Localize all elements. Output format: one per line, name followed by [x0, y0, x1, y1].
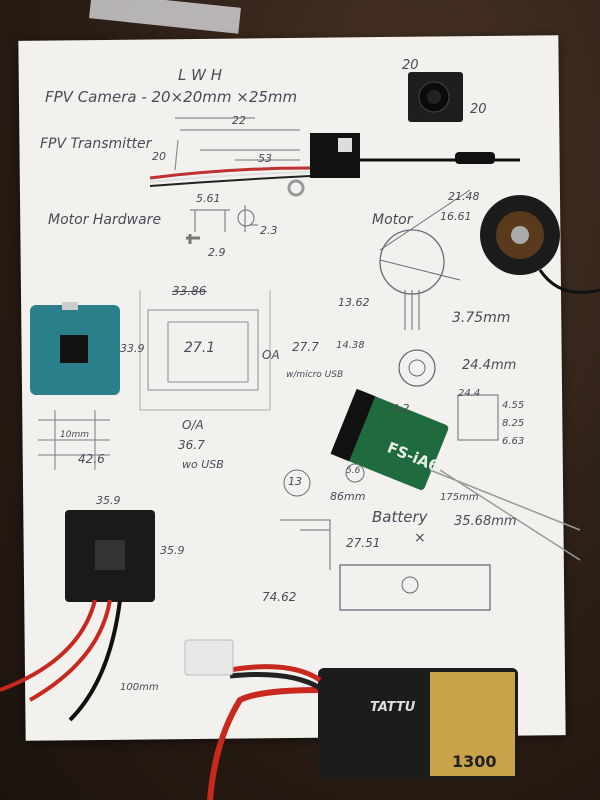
battery-lead-sketch	[280, 519, 331, 570]
receiver-antennas	[429, 469, 581, 561]
fc-sketch-guides	[139, 290, 271, 411]
note-motor: Motor	[372, 212, 413, 228]
xt30-connector	[184, 639, 234, 676]
ring-sketch-inner	[408, 359, 426, 377]
note-camera-lwh: L W H	[178, 66, 223, 84]
note-side-455: 4.55	[502, 400, 525, 411]
note-fc-271: 27.1	[184, 340, 216, 356]
hardware-sketch	[190, 205, 258, 232]
receiver	[330, 388, 449, 490]
tx-display	[338, 138, 352, 152]
note-battery-3568: 35.68mm	[454, 514, 517, 529]
battery-balance-black	[229, 672, 322, 691]
side-view-sketch	[457, 394, 499, 441]
washer	[287, 179, 305, 197]
esc-chip	[95, 540, 125, 570]
antenna-tip	[455, 152, 495, 164]
tx-wire-white	[149, 171, 311, 183]
battery-sketch-x	[401, 576, 419, 594]
tx-wire-red	[149, 166, 311, 180]
note-fc-oa-b: O/A	[182, 418, 204, 432]
note-rx-5: 5.6	[346, 466, 361, 476]
fc-sketch-outer	[147, 309, 259, 391]
stack-sketch	[38, 410, 110, 470]
note-hw-29: 2.9	[208, 246, 226, 259]
note-camera-title: FPV Camera - 20×20mm ×25mm	[45, 88, 298, 106]
motor-shaft	[511, 226, 529, 244]
note-fc-277: 27.7	[292, 340, 319, 354]
note-ring-244: 24.4mm	[462, 358, 517, 373]
note-esc-359b: 35.9	[160, 544, 185, 557]
note-tx-53: 53	[258, 152, 272, 165]
battery-red-lead	[207, 687, 319, 800]
note-lead-100: 100mm	[120, 682, 159, 693]
note-fc-339: 33.9	[120, 342, 145, 355]
note-stack-426: 42.6	[78, 452, 105, 466]
fc-usb-port	[62, 302, 78, 310]
rx-circle-5	[345, 463, 365, 483]
note-hw-23: 2.3	[260, 224, 278, 237]
note-rx-13: 13	[288, 475, 302, 488]
fc-chip	[60, 335, 88, 363]
note-side-825: 8.25	[502, 418, 525, 429]
hardware-circle	[237, 209, 255, 227]
note-motor-1661: 16.61	[440, 210, 472, 223]
note-fc-wousb: wo USB	[182, 458, 224, 471]
battery-capacity-label: 1300	[452, 752, 497, 771]
note-rx-175: 175mm	[440, 492, 479, 503]
screw	[186, 234, 200, 244]
note-stack-106: 10mm	[60, 430, 89, 440]
tx-wire-black	[149, 175, 311, 187]
note-battery-7462: 74.62	[262, 590, 297, 604]
note-hw-561: 5.61	[196, 192, 221, 205]
note-tx-22: 22	[232, 114, 246, 127]
ring-sketch	[398, 349, 436, 387]
note-motor-375: 3.75mm	[452, 310, 511, 326]
note-rx-42: 4.2	[392, 402, 410, 415]
camera-lens-inner	[427, 90, 441, 104]
battery-balance-red	[229, 664, 322, 683]
note-fc-1438: 14.38	[336, 340, 365, 351]
note-side-244: 24.4	[458, 388, 481, 399]
note-tx-title: FPV Transmitter	[40, 136, 152, 152]
note-battery-x: ×	[414, 530, 426, 546]
note-fc-367: 36.7	[178, 438, 205, 452]
note-motor-1362: 13.62	[338, 296, 370, 309]
note-rx-86: 86mm	[330, 490, 366, 503]
tx-sketch	[174, 117, 300, 171]
fc-sketch-inner	[167, 321, 249, 383]
note-fc-3386: 33.86	[172, 284, 207, 298]
note-tx-20: 20	[152, 150, 166, 163]
note-esc-359a: 35.9	[96, 494, 121, 507]
rx-circle-13	[283, 469, 311, 497]
note-battery-2751: 27.51	[346, 536, 381, 550]
esc-black-wire	[68, 599, 122, 722]
note-camera-side: 20	[470, 102, 487, 117]
video-transmitter	[310, 133, 360, 178]
note-battery: Battery	[372, 508, 428, 526]
note-motor-2148: 21.48	[448, 190, 480, 203]
battery-label-panel	[430, 672, 515, 776]
note-fc-wusb: w/micro USB	[286, 370, 344, 380]
note-side-663: 6.63	[502, 436, 525, 447]
note-camera-top: 20	[402, 58, 419, 73]
motor-wires	[538, 269, 600, 294]
battery-sketch	[339, 564, 491, 611]
note-fc-oa: OA	[262, 348, 280, 362]
note-motor-hardware: Motor Hardware	[48, 212, 162, 228]
motor-sketch-lines	[379, 189, 471, 330]
esc-red-wire	[0, 599, 112, 702]
battery-brand-label: TATTU	[370, 700, 416, 715]
